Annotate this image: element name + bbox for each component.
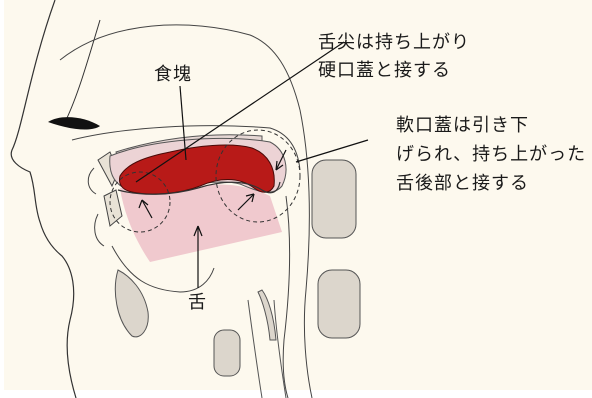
tongue-body	[120, 184, 282, 262]
label-tongue-tip-line-1: 舌尖は持ち上がり	[318, 32, 470, 54]
chin-bone	[115, 270, 148, 337]
pharynx-wall	[300, 110, 312, 398]
hyoid-bone	[214, 330, 240, 376]
vertebra-1	[312, 160, 356, 238]
label-soft-palate-line-2: げられ、持ち上がった	[396, 144, 592, 166]
eyebrow-mark	[48, 117, 100, 129]
lower-teeth	[104, 190, 122, 226]
label-soft-palate-line-1: 軟口蓋は引き下	[396, 115, 529, 137]
vertebra-2	[318, 270, 360, 338]
label-food-bolus: 食塊	[154, 64, 192, 86]
label-soft-palate-line-3: 舌後部と接する	[396, 173, 529, 195]
lower-lip	[95, 214, 104, 246]
label-tongue-tip-line-2: 硬口蓋と接する	[318, 60, 451, 82]
pharynx-inner-wall	[283, 196, 289, 398]
leader-soft-palate	[296, 140, 368, 162]
epiglottis	[258, 290, 276, 340]
nose-bridge-line	[66, 20, 100, 120]
label-tongue: 舌	[188, 292, 207, 314]
upper-lip	[88, 168, 96, 194]
head-outline	[11, 0, 76, 398]
